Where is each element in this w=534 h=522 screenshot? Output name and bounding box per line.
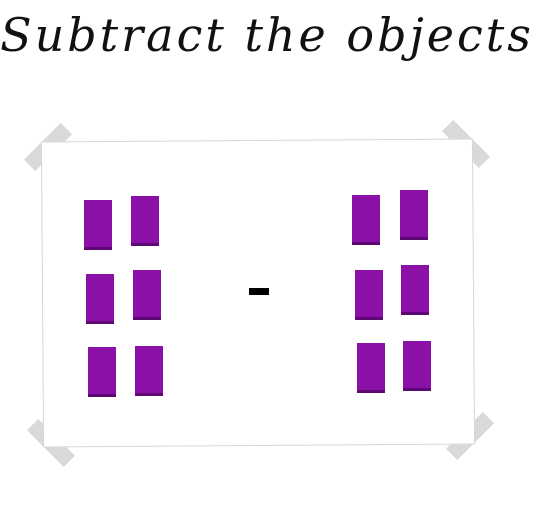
right-object	[400, 190, 428, 240]
right-object	[401, 265, 429, 315]
left-object	[86, 274, 114, 324]
right-object	[352, 195, 380, 245]
left-object	[131, 196, 159, 246]
left-object	[135, 346, 163, 396]
page-title: Subtract the objects	[0, 8, 534, 62]
right-object	[355, 270, 383, 320]
left-object	[133, 270, 161, 320]
right-object	[403, 341, 431, 391]
minus-sign	[249, 288, 269, 295]
right-object	[357, 343, 385, 393]
left-object	[84, 200, 112, 250]
left-object	[88, 347, 116, 397]
